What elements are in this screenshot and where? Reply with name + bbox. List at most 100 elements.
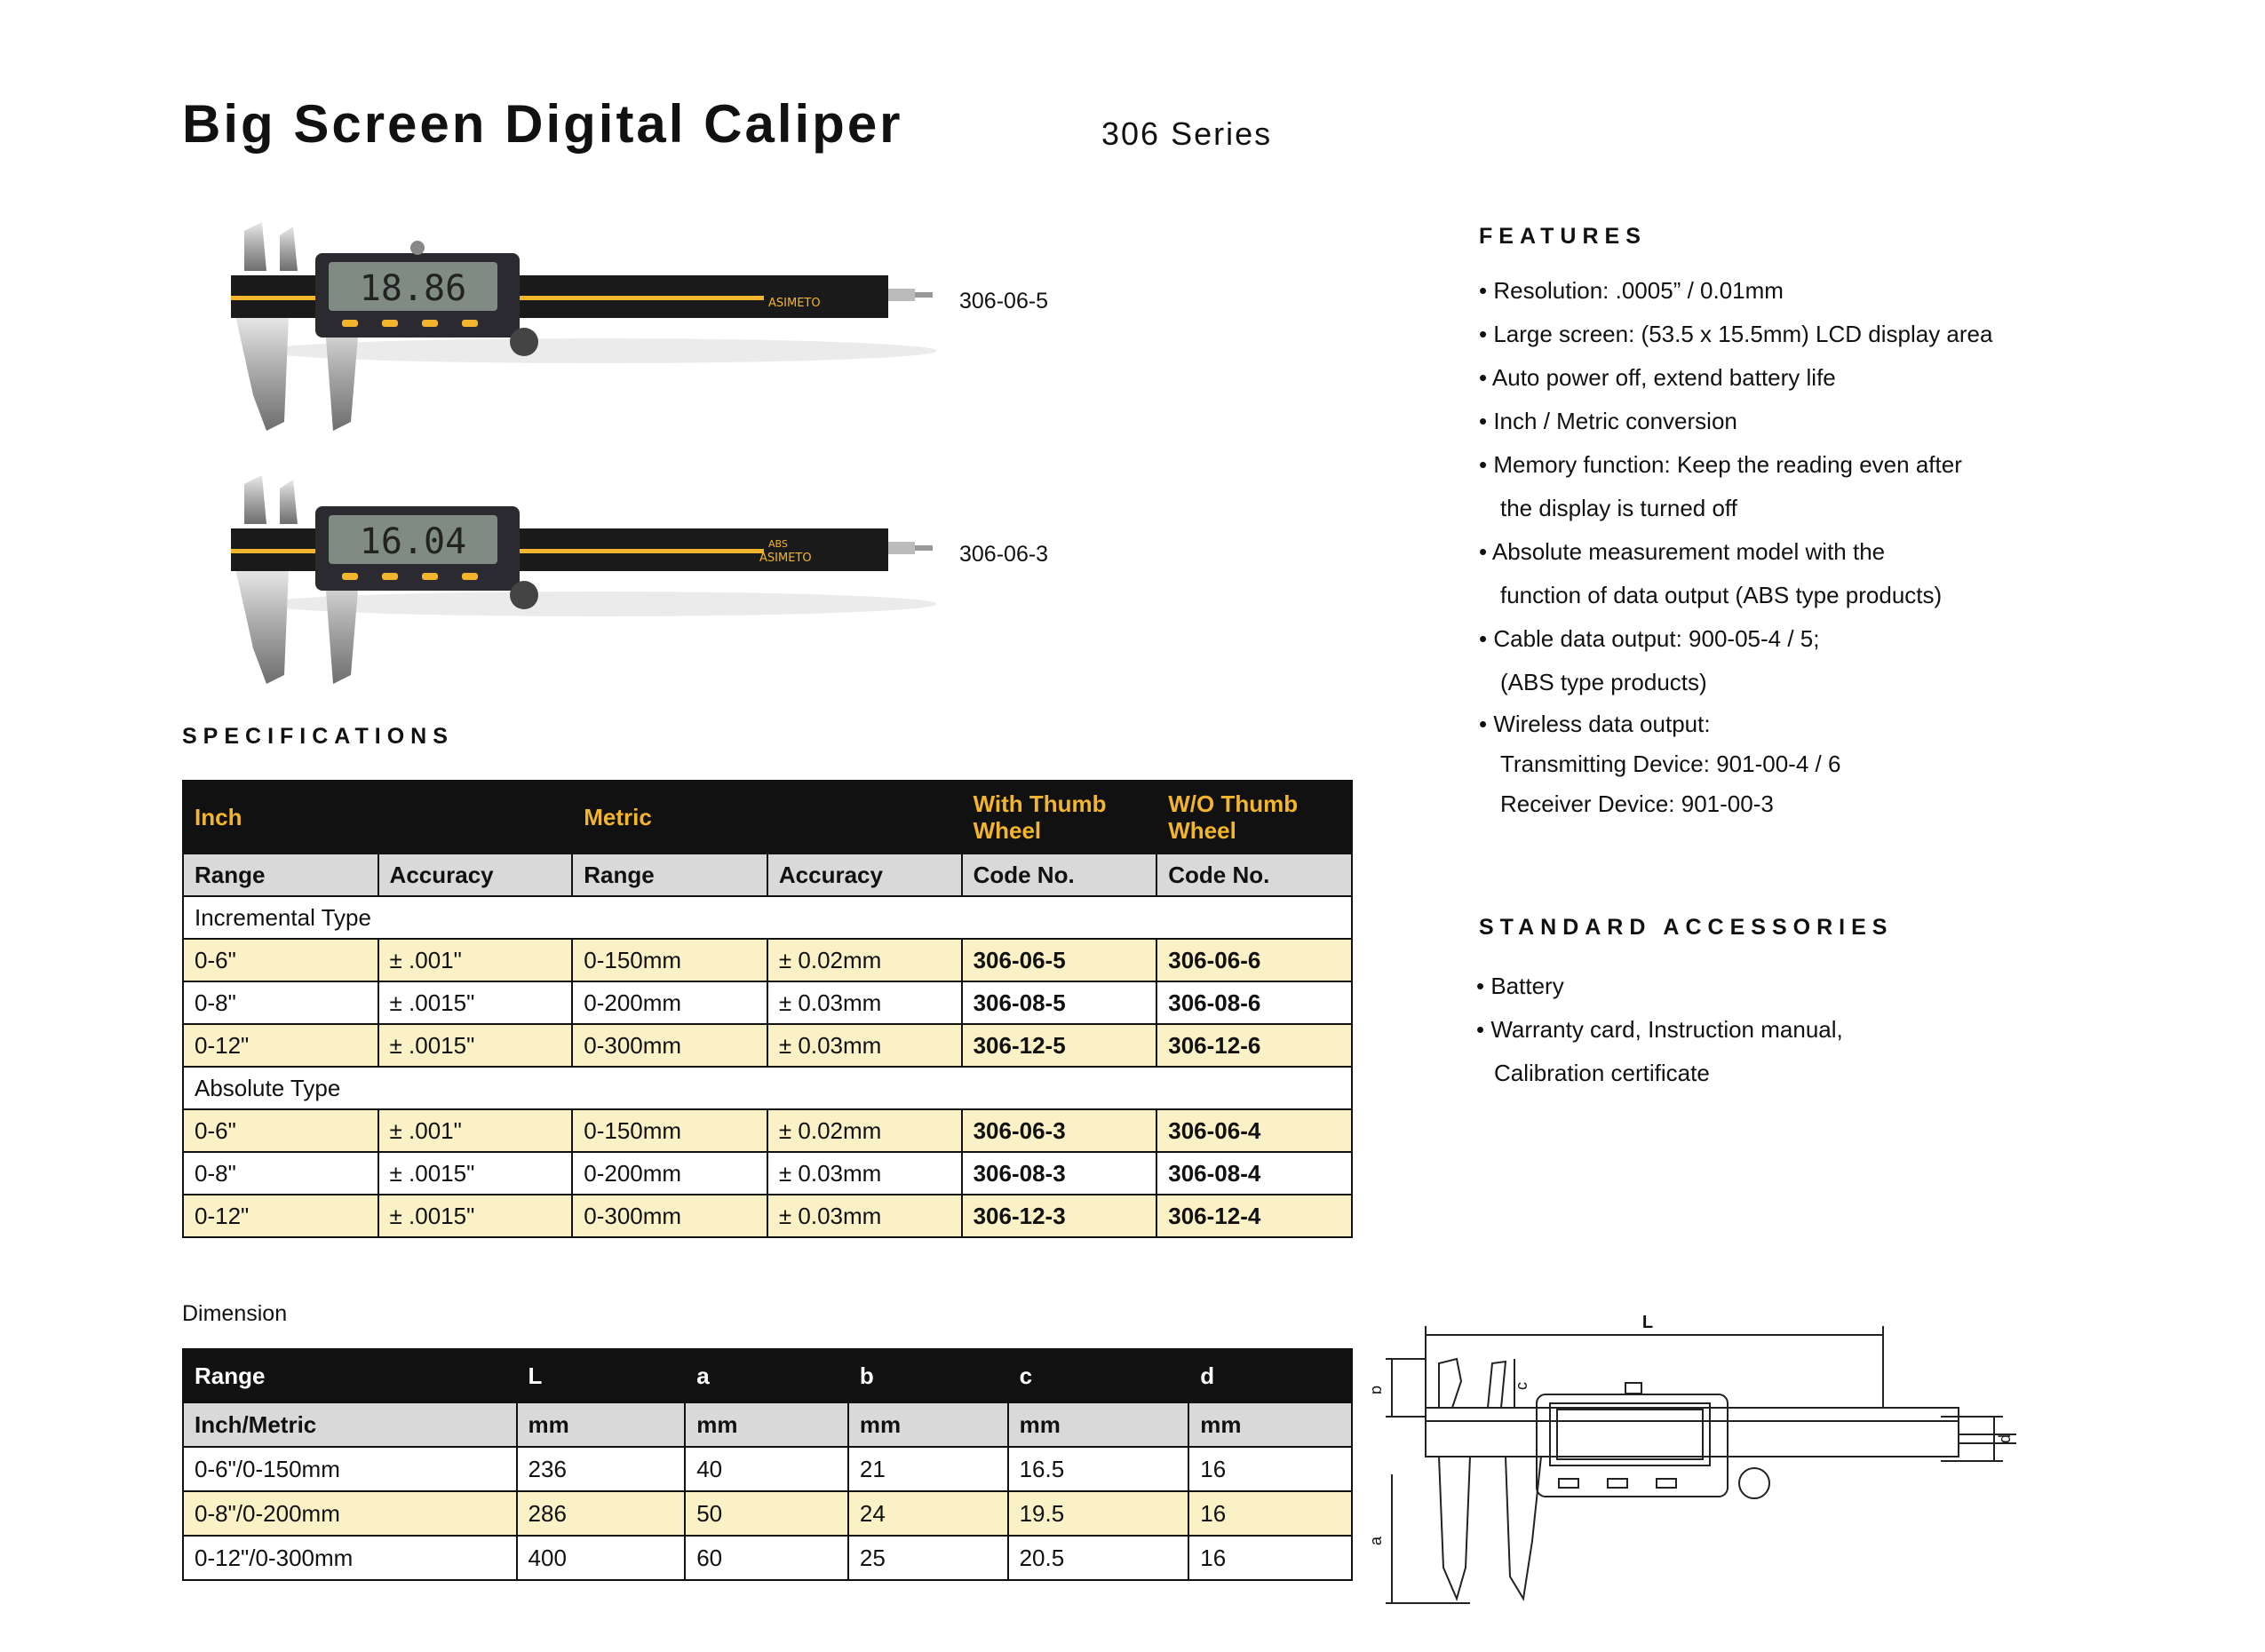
caliper-image-incremental: 18.86 ASIMETO [231, 222, 937, 431]
column-header: d [1188, 1348, 1353, 1403]
table-cell: 16 [1188, 1446, 1353, 1492]
unit-cell: mm [846, 1402, 1009, 1448]
table-row: 0-8" ± .0015" 0-200mm ± 0.03mm 306-08-3 … [182, 1151, 1353, 1195]
feature-item: • Inch / Metric conversion [1479, 408, 1737, 434]
table-cell: 0-8" [182, 981, 379, 1025]
table-cell: 50 [684, 1490, 849, 1537]
table-row: 0-6"/0-150mm 236 40 21 16.5 16 [182, 1446, 1353, 1492]
image-code-label-2: 306-06-3 [959, 542, 1049, 567]
table-cell: 60 [684, 1535, 849, 1581]
table-row: 0-8"/0-200mm 286 50 24 19.5 16 [182, 1490, 1353, 1537]
accessories-heading: STANDARD ACCESSORIES [1479, 915, 1894, 940]
dimension-units-row: Inch/Metric mm mm mm mm mm [182, 1402, 1353, 1448]
table-cell: 0-6"/0-150mm [182, 1446, 518, 1492]
table-row: 0-12" ± .0015" 0-300mm ± 0.03mm 306-12-3… [182, 1194, 1353, 1238]
table-cell: 400 [515, 1535, 687, 1581]
unit-cell: mm [684, 1402, 849, 1448]
image-code-label-1: 306-06-5 [959, 289, 1049, 314]
table-cell: ± 0.03mm [766, 1023, 963, 1068]
table-cell: 0-200mm [571, 1151, 768, 1195]
table-cell: 0-200mm [571, 981, 768, 1025]
feature-item: • Resolution: .0005” / 0.01mm [1479, 277, 1784, 304]
table-cell: 16.5 [1006, 1446, 1190, 1492]
code-cell: 306-12-4 [1156, 1194, 1353, 1238]
code-cell: 306-06-3 [960, 1108, 1158, 1153]
feature-item: • Large screen: (53.5 x 15.5mm) LCD disp… [1479, 321, 1993, 347]
features-list: • Resolution: .0005” / 0.01mm • Large sc… [1479, 269, 1992, 824]
column-header: Range [571, 853, 768, 897]
table-row: 0-12" ± .0015" 0-300mm ± 0.03mm 306-12-5… [182, 1023, 1353, 1068]
feature-item: • Auto power off, extend battery life [1479, 364, 1836, 391]
dimension-label-c: c [1513, 1382, 1530, 1390]
specifications-table: Inch Metric With Thumb Wheel W/O Thumb W… [181, 780, 1353, 1238]
table-row: 0-6" ± .001" 0-150mm ± 0.02mm 306-06-5 3… [182, 938, 1353, 982]
code-cell: 306-06-4 [1156, 1108, 1353, 1153]
specifications-heading: SPECIFICATIONS [182, 724, 454, 749]
accessory-item: • Warranty card, Instruction manual, [1476, 1016, 1843, 1043]
caliper-image-absolute: 16.04 ABS ASIMETO [231, 475, 937, 684]
accessory-item: • Battery [1476, 973, 1564, 999]
series-label: 306 Series [1101, 115, 1273, 152]
page-title: Big Screen Digital Caliper [182, 94, 903, 154]
table-row: 0-6" ± .001" 0-150mm ± 0.02mm 306-06-3 3… [182, 1108, 1353, 1153]
feature-item-continued: Receiver Device: 901-00-3 [1500, 790, 1774, 817]
spec-header-inch: Inch [181, 780, 574, 854]
unit-cell: mm [515, 1402, 687, 1448]
table-cell: ± 0.03mm [766, 1151, 963, 1195]
table-cell: 16 [1188, 1490, 1353, 1537]
table-cell: 16 [1188, 1535, 1353, 1581]
table-cell: 0-8"/0-200mm [182, 1490, 518, 1537]
column-header: Accuracy [377, 853, 574, 897]
feature-item-continued: function of data output (ABS type produc… [1500, 582, 1943, 608]
feature-item-continued: (ABS type products) [1500, 669, 1707, 695]
code-cell: 306-06-6 [1156, 938, 1353, 982]
table-cell: 40 [684, 1446, 849, 1492]
code-cell: 306-08-4 [1156, 1151, 1353, 1195]
svg-text:ASIMETO: ASIMETO [768, 297, 821, 310]
table-cell: 21 [846, 1446, 1009, 1492]
spec-group-header-row: Inch Metric With Thumb Wheel W/O Thumb W… [181, 780, 1353, 854]
unit-cell: mm [1006, 1402, 1190, 1448]
dimension-header-row: Range L a b c d [182, 1348, 1353, 1403]
accessories-list: • Battery • Warranty card, Instruction m… [1476, 965, 1843, 1095]
svg-text:ASIMETO: ASIMETO [759, 552, 812, 565]
code-cell: 306-06-5 [960, 938, 1158, 982]
column-header: a [684, 1348, 849, 1403]
code-cell: 306-08-6 [1156, 981, 1353, 1025]
table-row: 0-8" ± .0015" 0-200mm ± 0.03mm 306-08-5 … [182, 981, 1353, 1025]
unit-cell: Inch/Metric [182, 1402, 518, 1448]
code-cell: 306-12-5 [960, 1023, 1158, 1068]
column-header: Code No. [960, 853, 1158, 897]
table-cell: ± .001" [377, 1108, 574, 1153]
column-header: Code No. [1156, 853, 1353, 897]
caliper-dimension-drawing: L b a c d [1372, 1313, 2016, 1604]
table-cell: 25 [846, 1535, 1009, 1581]
dimension-label-L: L [1642, 1313, 1653, 1332]
feature-item: • Absolute measurement model with the [1479, 538, 1886, 565]
table-cell: 0-12" [182, 1023, 379, 1068]
table-cell: ± .0015" [377, 1023, 574, 1068]
table-cell: ± 0.02mm [766, 938, 963, 982]
spec-header-with-thumb: With Thumb Wheel [960, 780, 1158, 854]
table-cell: 0-8" [182, 1151, 379, 1195]
spec-header-without-thumb: W/O Thumb Wheel [1156, 780, 1353, 854]
code-cell: 306-12-3 [960, 1194, 1158, 1238]
table-row: 0-12"/0-300mm 400 60 25 20.5 16 [182, 1535, 1353, 1581]
accessory-item-continued: Calibration certificate [1494, 1060, 1710, 1086]
table-cell: ± 0.03mm [766, 1194, 963, 1238]
feature-item: • Memory function: Keep the reading even… [1479, 451, 1962, 478]
table-cell: ± 0.02mm [766, 1108, 963, 1153]
dimension-label-b: b [1372, 1386, 1385, 1394]
table-cell: 236 [515, 1446, 687, 1492]
table-cell: 0-12" [182, 1194, 379, 1238]
column-header: c [1006, 1348, 1190, 1403]
dimension-label-a: a [1372, 1536, 1385, 1545]
spec-header-metric: Metric [571, 780, 963, 854]
table-cell: ± .0015" [377, 981, 574, 1025]
column-header: Accuracy [766, 853, 963, 897]
code-cell: 306-08-3 [960, 1151, 1158, 1195]
table-cell: 0-12"/0-300mm [182, 1535, 518, 1581]
feature-item-continued: the display is turned off [1500, 495, 1737, 521]
features-heading: FEATURES [1479, 224, 1647, 249]
svg-text:16.04: 16.04 [360, 521, 466, 562]
